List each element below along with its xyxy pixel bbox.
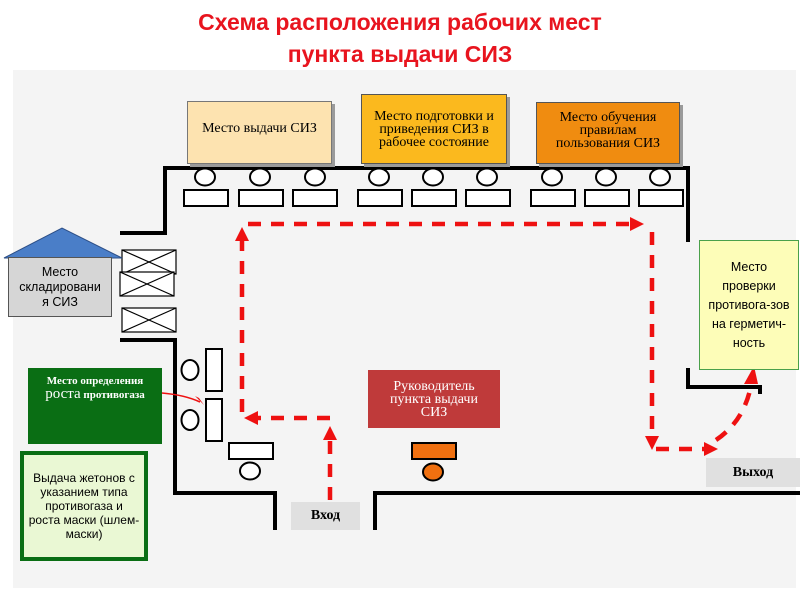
arrowhead [244, 411, 258, 425]
desk [638, 189, 684, 207]
chairs-top-row [194, 167, 671, 187]
desk [292, 189, 338, 207]
training-station-box: Место обучения правилам пользования СИЗ [536, 102, 680, 164]
desk [238, 189, 284, 207]
route-to-check [714, 379, 755, 442]
chair [239, 461, 261, 481]
growth-station-label-big: роста [45, 386, 81, 402]
tokens-station-inner: Выдача жетонов с указанием типа противог… [24, 455, 144, 557]
issue-station-label: Место выдачи СИЗ [202, 120, 317, 136]
arrowhead [235, 227, 249, 241]
chair [368, 167, 390, 187]
desk [584, 189, 630, 207]
check-station-box: Место проверки противога-зов на герметич… [699, 240, 799, 370]
chair [649, 167, 671, 187]
chair [476, 167, 498, 187]
arrowhead [704, 442, 718, 456]
entrance-label-box: Вход [291, 502, 360, 530]
growth-station-label-part1: Место определения [46, 375, 144, 387]
desk [228, 442, 274, 460]
shelf [121, 307, 177, 333]
title-line-2: пункта выдачи СИЗ [287, 41, 513, 67]
desk [205, 398, 223, 442]
route-arrowheads [195, 217, 758, 456]
chair [595, 167, 617, 187]
tokens-station-label: Выдача жетонов с указанием типа противог… [28, 471, 140, 541]
storage-label: Место складировани я СИЗ [19, 264, 101, 309]
growth-station-box: Место определения роста противогаза [28, 368, 162, 444]
chair [194, 167, 216, 187]
growth-station-label-row: роста противогаза [45, 386, 145, 402]
desk [465, 189, 511, 207]
wall-north-west [120, 166, 690, 242]
chair [541, 167, 563, 187]
chair [180, 409, 200, 431]
chair [180, 359, 200, 381]
page-title: Схема расположения рабочих мест пункта в… [0, 6, 800, 70]
arrowhead [630, 217, 644, 231]
desks-left [180, 348, 274, 481]
preparation-station-label: Место подготовки и приведения СИЗ в рабо… [374, 108, 494, 150]
walls [120, 166, 800, 530]
desk [530, 189, 576, 207]
arrowhead [744, 366, 758, 384]
manager-chair [422, 462, 444, 482]
shelf [119, 271, 175, 297]
chair [422, 167, 444, 187]
check-station-label: Место проверки противога-зов на герметич… [708, 259, 790, 350]
chair [304, 167, 326, 187]
entrance-label: Вход [310, 508, 341, 523]
growth-station-label-part2: противогаза [83, 389, 145, 401]
arrowhead [323, 426, 337, 440]
manager-label: Руководитель пункта выдачи СИЗ [390, 378, 478, 420]
desk [183, 189, 229, 207]
training-station-label: Место обучения правилам пользования СИЗ [555, 109, 661, 151]
exit-label: Выход [732, 464, 774, 480]
manager-box: Руководитель пункта выдачи СИЗ [368, 370, 500, 428]
desks-top-row [183, 189, 684, 207]
wall-west [120, 338, 277, 530]
wall-south-east [373, 491, 800, 530]
preparation-station-box: Место подготовки и приведения СИЗ в рабо… [361, 94, 507, 164]
tokens-station-box: Выдача жетонов с указанием типа противог… [20, 451, 148, 561]
issue-station-box: Место выдачи СИЗ [187, 101, 332, 164]
arrowhead [195, 396, 204, 405]
wall-east [686, 368, 762, 394]
title-line-1: Схема расположения рабочих мест [198, 9, 602, 35]
route [161, 221, 755, 500]
shelf [121, 249, 177, 275]
manager-desk [411, 442, 457, 460]
storage-box: Место складировани я СИЗ [8, 257, 112, 317]
exit-label-box: Выход [706, 458, 800, 487]
chair [249, 167, 271, 187]
route-growth [161, 392, 201, 403]
desk [205, 348, 223, 392]
desk [357, 189, 403, 207]
storage-shelves [119, 249, 177, 333]
desk [411, 189, 457, 207]
arrowhead [645, 436, 659, 450]
